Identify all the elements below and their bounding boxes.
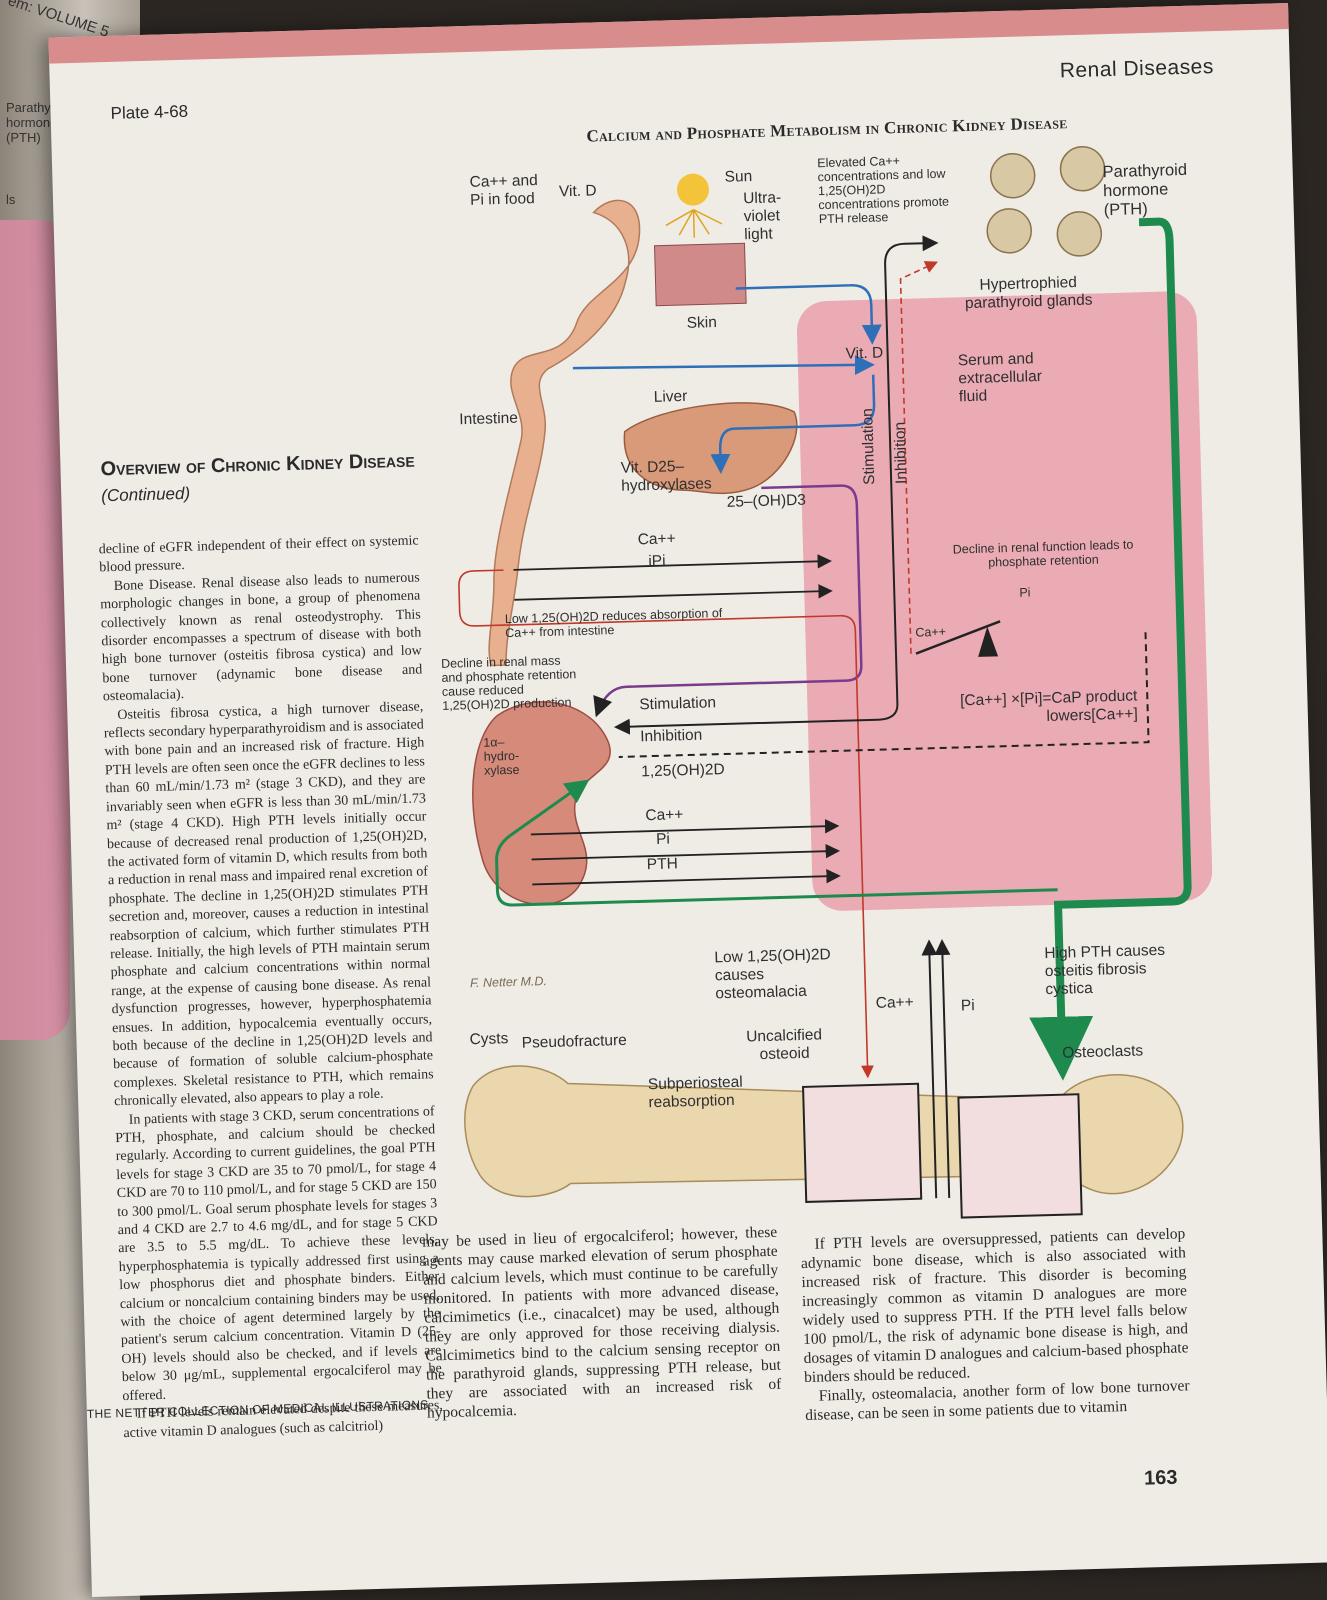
metabolism-illustration <box>458 146 1192 1219</box>
label-sun: Sun <box>724 168 753 186</box>
label-25ohd3: 25–(OH)D3 <box>726 491 807 511</box>
adjacent-page-header: em: VOLUME 5 <box>5 0 112 41</box>
label-low-osteomalacia: Low 1,25(OH)2D causes osteomalacia <box>714 946 831 1003</box>
label-uncalcified-osteoid: Uncalcified osteoid <box>745 1026 823 1064</box>
label-125oh2d: 1,25(OH)2D <box>640 761 725 781</box>
body-column-right: If PTH levels are oversuppressed, patien… <box>800 1224 1190 1425</box>
label-ca-pi-food: Ca++ and Pi in food <box>469 172 538 209</box>
label-pseudofracture: Pseudofracture <box>521 1031 628 1052</box>
label-vitd-mid: Vit. D <box>845 344 884 363</box>
uncalcified-inset <box>802 1082 923 1203</box>
body-column-left: decline of eGFR independent of their eff… <box>99 532 444 1442</box>
label-pth: Parathyroid hormone (PTH) <box>1102 160 1188 220</box>
paragraph: Bone Disease. Renal disease also leads t… <box>100 570 423 705</box>
label-inhibition: Inhibition <box>639 726 703 746</box>
adjacent-page-label2: ls <box>6 192 16 207</box>
label-intestine: Intestine <box>459 409 519 429</box>
label-osteoclasts: Osteoclasts <box>1061 1042 1144 1062</box>
label-subperiosteal: Subperiosteal reabsorption <box>647 1073 743 1112</box>
stomach-shape <box>488 199 641 667</box>
liver-shape <box>623 402 798 495</box>
label-ca-circle: Ca++ <box>915 624 947 640</box>
label-uv-light: Ultra- violet light <box>742 189 782 244</box>
book-page: Plate 4-68 Renal Diseases Calcium and Ph… <box>48 2 1327 1598</box>
body-column-middle: may be used in lieu of ergocalciferol; h… <box>422 1223 782 1423</box>
label-skin: Skin <box>686 314 718 332</box>
paragraph: In patients with stage 3 CKD, serum conc… <box>115 1103 442 1404</box>
label-cap-product: [Ca++] ×[Pi]=CaP product lowers[Ca++] <box>959 687 1139 726</box>
label-inhibition-vertical: Inhibition <box>891 421 911 485</box>
label-decline-renal-mass: Decline in renal mass and phosphate rete… <box>440 653 577 713</box>
paragraph: may be used in lieu of ergocalciferol; h… <box>422 1223 782 1422</box>
artist-signature: F. Netter M.D. <box>469 974 548 991</box>
parathyroid-glands-art <box>986 146 1106 257</box>
section-title: Overview of Chronic Kidney Disease (Cont… <box>100 447 421 509</box>
label-liver: Liver <box>653 387 688 406</box>
label-pi-bone: Pi <box>960 997 975 1015</box>
paragraph: If PTH levels are oversuppressed, patien… <box>800 1225 1189 1387</box>
label-pi-intestine: iPi <box>648 552 666 571</box>
label-hypertrophied-glands: Hypertrophied parathyroid glands <box>964 273 1093 313</box>
section-title-text: Overview of Chronic Kidney Disease <box>100 449 415 481</box>
label-decline-renal-function: Decline in renal function leads to phosp… <box>952 537 1134 570</box>
label-stimulation-vertical: Stimulation <box>859 407 879 486</box>
label-vitd-top: Vit. D <box>558 182 597 201</box>
page-number: 163 <box>1143 1466 1178 1490</box>
label-serum-fluid: Serum and extracellular fluid <box>957 350 1043 406</box>
label-pi-circle: Pi <box>1019 585 1031 600</box>
label-pi-kidney: Pi <box>655 830 671 848</box>
label-ca-kidney: Ca++ <box>645 806 684 825</box>
paragraph: Osteitis fibrosa cystica, a high turnove… <box>103 699 434 1110</box>
label-ca-intestine: Ca++ <box>637 530 676 549</box>
label-cysts: Cysts <box>469 1030 509 1049</box>
label-stimulation: Stimulation <box>639 694 717 714</box>
osteoclast-inset <box>957 1093 1083 1219</box>
kidney-shape <box>472 701 611 906</box>
sun-shape <box>676 173 709 206</box>
label-1a-hydroxylase: 1α– hydro- xylase <box>483 735 520 778</box>
label-high-pth-osteitis: High PTH causes osteitis fibrosis cystic… <box>1044 941 1166 999</box>
label-elevated-ca: Elevated Ca++ concentrations and low 1,2… <box>817 153 950 227</box>
label-vitd25-hydroxylases: Vit. D25– hydroxylases <box>620 458 712 495</box>
skin-shape <box>653 242 747 307</box>
label-ca-bone: Ca++ <box>875 993 914 1012</box>
section-subtitle: (Continued) <box>101 483 191 506</box>
label-pth-kidney: PTH <box>646 855 679 874</box>
